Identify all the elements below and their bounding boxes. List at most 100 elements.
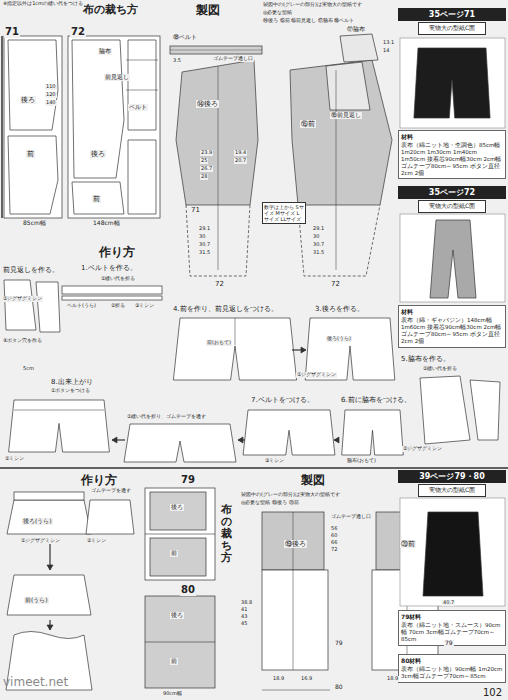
back-pattern-extension xyxy=(262,570,328,670)
size-legend: 数字は上から Sサイズ Mサイズ Lサイズ LLサイズ xyxy=(262,202,306,224)
photo-header: 35ページ72実物大の型紙C面 xyxy=(398,186,506,213)
side-piece-drawing xyxy=(420,376,470,444)
piece-line xyxy=(145,534,215,535)
annotation: 38.8 xyxy=(240,600,253,606)
annotation: 前 xyxy=(170,550,178,557)
photo-frame xyxy=(400,498,505,606)
annotation: ベルト xyxy=(128,104,148,111)
front-shorts xyxy=(173,318,296,380)
arrow-head xyxy=(238,437,243,443)
annotation: 3.後ろを作る。 xyxy=(314,305,365,313)
skirt-step xyxy=(7,575,91,615)
fold-line xyxy=(126,60,158,61)
annotation: ①ジグザグミシン xyxy=(296,372,337,378)
annotation: 前(おもて) xyxy=(206,340,232,346)
annotation: 23.9 xyxy=(200,150,213,156)
annotation: 脇布(おもて) xyxy=(346,458,377,464)
annotation: 14 xyxy=(382,48,390,54)
skirt-step xyxy=(7,500,91,534)
annotation: 43 xyxy=(240,614,248,620)
annotation: ⑭後ろ ⑮前 ⑯前見返し ⑰脇布 ⑱ベルト xyxy=(262,18,355,24)
fabric-layout xyxy=(4,36,62,218)
heading: 製図 xyxy=(300,474,326,488)
annotation: 79 xyxy=(334,640,344,647)
box-heading: 数字は上から Sサイズ Mサイズ Lサイズ LLサイズ xyxy=(264,204,304,222)
annotation: 脇布 xyxy=(98,48,112,55)
annotation: 18.9 xyxy=(272,676,285,682)
annotation: 148cm幅 xyxy=(92,220,121,227)
back-pattern xyxy=(176,60,258,205)
annotation: ③ミシン xyxy=(264,458,285,464)
annotation: 後ろ xyxy=(20,96,36,104)
annotation: ◎必要な型紙 xyxy=(262,10,293,16)
materials-box: 材料表布（綿ニット地・杢調色）85cm幅 1m20cm 1m30cm 1m40c… xyxy=(398,130,506,179)
facing-drawing xyxy=(4,280,36,330)
box-heading: 39ページ79・80 xyxy=(398,470,506,483)
materials-box: 材料表布（綿・ギャバジン）148cm幅 1m60cm 接着芯90cm幅30cm … xyxy=(398,305,506,348)
annotation: 13.1 xyxy=(382,40,395,46)
annotation: 72 xyxy=(330,280,341,288)
annotation: 後ろ(うら) xyxy=(22,518,53,525)
annotation: 製図中の(グレーの部分)は実物大の型紙です xyxy=(262,2,363,8)
box-text: 表布（綿・ギャバジン）148cm幅 1m60cm 接着芯90cm幅30cm 2c… xyxy=(401,317,503,345)
annotation: 102 xyxy=(482,687,503,699)
annotation: 85cm幅 xyxy=(22,220,47,227)
annotation: 31.5 xyxy=(312,250,325,256)
annotation: ベルト(うら) xyxy=(66,303,97,309)
annotation: ◎必要な型紙 ⑲後ろ ⑳前 xyxy=(240,500,300,506)
pattern-piece xyxy=(128,140,156,214)
annotation: ①縫い代を折る xyxy=(422,366,458,372)
annotation: ⑲後ろ xyxy=(284,540,307,548)
annotation: 後ろ xyxy=(90,150,106,158)
pattern-piece xyxy=(8,40,58,130)
annotation: 140 xyxy=(45,100,57,106)
center-line xyxy=(235,318,236,345)
annotation: 18.9 xyxy=(386,676,399,682)
annotation: ⑮前 xyxy=(300,120,316,128)
side-piece-drawing xyxy=(470,380,500,440)
annotation: 後ろ xyxy=(170,504,184,511)
heading: 作り方 xyxy=(80,474,118,488)
annotation: 31.5 xyxy=(198,250,211,256)
annotation: ①ジグザグミシン xyxy=(2,296,43,302)
piece-line xyxy=(145,642,215,643)
annotation: 28 xyxy=(200,174,208,180)
annotation: ⑰脇布 xyxy=(346,26,366,33)
annotation: 8.出来上がり xyxy=(50,378,94,386)
box-heading: 35ページ72 xyxy=(398,186,506,199)
annotation: ④ボタン穴を作る xyxy=(2,338,43,344)
annotation: ②ジグザグミシン xyxy=(402,446,443,452)
annotation: ①ジグザグミシン xyxy=(20,538,61,544)
annotation: 72 xyxy=(214,280,225,288)
annotation: 25 xyxy=(200,158,208,164)
heading: 79 xyxy=(180,474,196,486)
heading: 71 xyxy=(4,26,20,38)
annotation: ②ミシン xyxy=(86,538,107,544)
annotation: ①縫い代を折り、ゴムテープを通す xyxy=(126,414,207,420)
fold-mark xyxy=(1,36,3,218)
annotation: 26.7 xyxy=(200,166,213,172)
annotation: 90cm幅 xyxy=(162,691,183,697)
annotation: 71 xyxy=(190,206,201,214)
back-shorts xyxy=(305,318,395,380)
annotation: ⑱ベルト xyxy=(172,34,198,41)
heading: 作り方 xyxy=(98,246,136,260)
annotation: 3.5 xyxy=(172,58,182,64)
box-heading: 80材料 xyxy=(401,657,503,666)
pants-photo xyxy=(430,220,476,298)
facing-drawing xyxy=(36,282,60,332)
box-text: 実物大の型紙C面 xyxy=(418,484,486,497)
materials-box: 80材料表布（綿ニット地）90cm幅 1m20cm 3cm幅ゴムテープ70cm～… xyxy=(398,654,506,683)
section-divider xyxy=(0,467,508,469)
pattern-piece xyxy=(8,136,58,214)
front-pattern-extension xyxy=(298,205,380,276)
annotation: 40.7 xyxy=(442,600,455,606)
belt-pattern xyxy=(170,46,262,54)
side-attach-drawing xyxy=(342,410,404,455)
box-heading: 材料 xyxy=(401,308,503,317)
annotation: ※指定以外は1cmの縫い代をつける xyxy=(2,1,84,7)
annotation: ⑳前 xyxy=(400,540,416,548)
belt-attach-drawing xyxy=(243,410,335,455)
